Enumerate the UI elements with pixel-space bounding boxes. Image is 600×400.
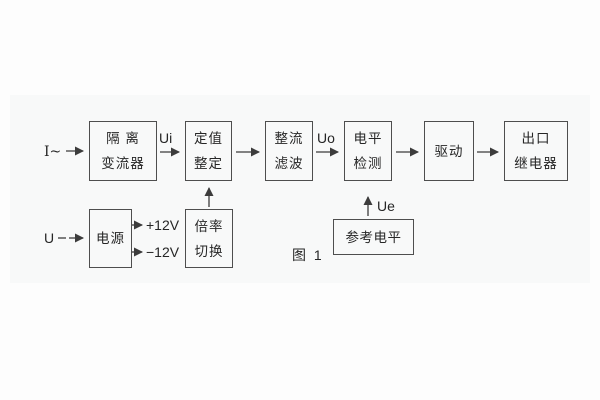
- block-label: 隔 离: [106, 131, 140, 146]
- block-output-relay: 出口 继电器: [504, 121, 568, 181]
- label-minus-12v: −12V: [146, 244, 180, 260]
- label-signal-ui: Ui: [159, 130, 173, 146]
- block-label: 变流器: [101, 156, 145, 171]
- diagram-background-panel: [10, 95, 590, 283]
- block-setpoint-adjustment: 定值 整定: [185, 121, 232, 181]
- block-power-supply: 电源: [89, 209, 132, 268]
- block-label: 检测: [353, 156, 383, 171]
- block-label: 滤波: [274, 156, 304, 171]
- block-label: 定值: [194, 131, 223, 146]
- label-voltage-input: U: [44, 230, 55, 246]
- block-reference-level: 参考电平: [333, 219, 414, 255]
- block-label: 驱动: [434, 143, 464, 159]
- block-label: 整定: [194, 156, 223, 171]
- block-label: 电平: [353, 131, 383, 146]
- block-multiplier-switch: 倍率 切换: [185, 209, 233, 268]
- label-signal-ue: Ue: [377, 198, 395, 214]
- block-label: 整流: [274, 131, 304, 146]
- block-drive: 驱动: [424, 121, 474, 181]
- figure-caption: 图 1: [292, 247, 324, 263]
- block-isolation-transformer: 隔 离 变流器: [89, 121, 157, 181]
- block-label: 倍率: [194, 218, 224, 234]
- block-rectifier-filter: 整流 滤波: [265, 121, 313, 181]
- block-label: 出口: [521, 131, 551, 146]
- block-label: 切换: [194, 243, 224, 259]
- block-label: 电源: [96, 231, 125, 246]
- block-label: 继电器: [514, 156, 558, 171]
- label-signal-uo: Uo: [317, 130, 335, 146]
- label-plus-12v: +12V: [146, 217, 180, 233]
- block-label: 参考电平: [345, 229, 402, 245]
- block-level-detection: 电平 检测: [344, 121, 392, 181]
- label-current-input: I~: [44, 144, 62, 160]
